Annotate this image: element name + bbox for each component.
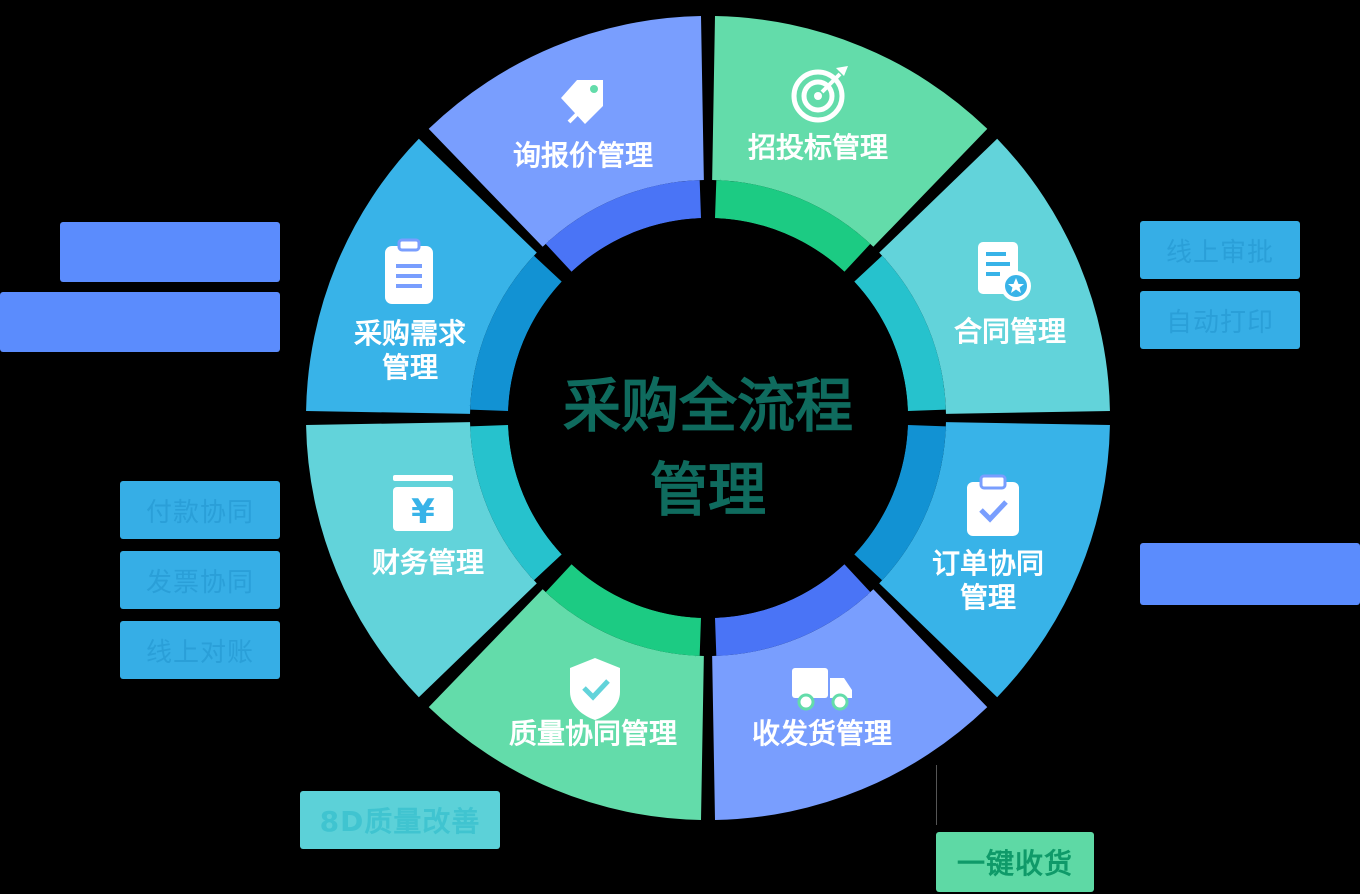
segment-ring-finance: [470, 255, 562, 412]
segment-label-inquiry: 询报价管理: [513, 139, 653, 172]
segment-label-bidding: 招投标管理: [748, 131, 888, 164]
auto-print-tag: 自动打印: [1140, 291, 1300, 349]
segment-label-finance: 财务管理: [372, 546, 484, 579]
center-title-line-2: 管理: [650, 456, 766, 524]
segment-delivery: [428, 589, 704, 820]
segment-ring-demand: [545, 180, 702, 272]
segment-ring-order: [714, 564, 871, 656]
segment-ring-inquiry: [714, 180, 871, 272]
approval-tag: 线上审批: [1140, 221, 1300, 279]
truck-icon: [792, 668, 852, 711]
flow-arrow-delivery: [687, 610, 697, 658]
segment-label-demand-line-2: 管理: [382, 351, 438, 384]
segment-inquiry: [712, 16, 988, 247]
segment-label-order-line-1: 订单协同: [932, 547, 1044, 580]
segment-ring-bidding: [854, 255, 946, 412]
flow-arrow-contract: [900, 429, 948, 439]
svg-text:¥: ¥: [411, 492, 435, 532]
flow-arrow-finance: [468, 397, 516, 407]
clipboard-list-icon: [385, 238, 433, 304]
receipt-tag: 一键收货: [936, 832, 1094, 892]
receipt-connector-line: [936, 765, 937, 825]
contract-icon: [978, 242, 1031, 301]
flow-arrow-bidding: [858, 257, 887, 296]
center-title-line-1: 采购全流程: [563, 372, 853, 440]
demand-tag-1: [60, 222, 280, 282]
invoice-tag: 发票协同: [120, 551, 280, 609]
segment-contract: [879, 422, 1110, 698]
segment-label-order-line-2: 管理: [960, 581, 1016, 614]
order-tag: [1140, 543, 1360, 605]
quality-8d-tag: 8D质量改善: [300, 791, 500, 849]
flow-arrow-order: [830, 568, 869, 597]
segment-ring-contract: [854, 424, 946, 581]
segment-label-demand-line-1: 采购需求: [354, 317, 466, 350]
target-icon: [791, 66, 848, 123]
segment-ring-delivery: [545, 564, 702, 656]
payment-tag: 付款协同: [120, 481, 280, 539]
flow-arrow-quality: [529, 540, 558, 579]
reconcile-tag: 线上对账: [120, 621, 280, 679]
flow-arrow-inquiry: [719, 178, 729, 226]
segment-label-quality: 质量协同管理: [509, 717, 677, 750]
segment-label-delivery: 收发货管理: [752, 717, 892, 750]
yuan-icon: ¥: [393, 475, 453, 532]
segment-quality: [306, 422, 537, 698]
clipboard-check-icon: [967, 474, 1019, 536]
segment-ring-quality: [470, 424, 562, 581]
segment-order: [712, 589, 988, 820]
flow-arrow-demand: [547, 239, 586, 268]
segment-label-contract: 合同管理: [954, 315, 1066, 348]
demand-tag-2: [0, 292, 280, 352]
price-tag-icon: [561, 80, 603, 124]
segment-demand: [428, 16, 704, 247]
center-hub: [508, 218, 908, 618]
shield-check-icon: [570, 658, 620, 720]
